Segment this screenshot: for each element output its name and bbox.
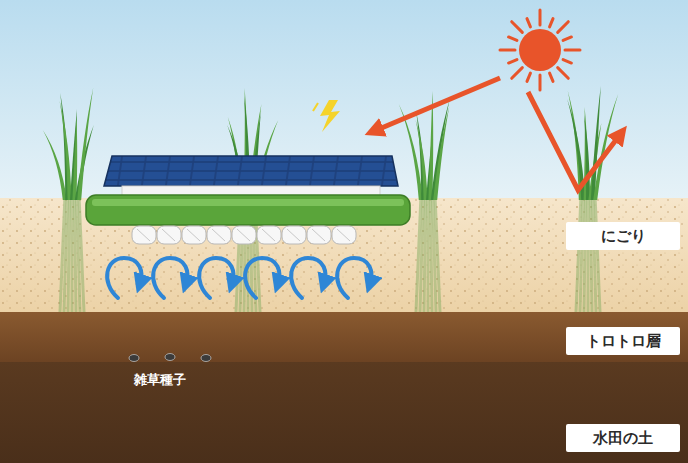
roller-blade <box>307 226 331 244</box>
sky <box>0 0 688 200</box>
reflected-light-arrow <box>528 92 622 190</box>
rice-leaf <box>416 120 428 200</box>
sun-ray <box>500 49 515 52</box>
rice-stem <box>584 200 586 312</box>
layer-name: 水田の土 <box>593 429 653 448</box>
rice-stem <box>587 200 590 312</box>
roller-groove <box>312 229 325 241</box>
rice-stem <box>68 200 70 312</box>
rice-stem <box>424 200 426 312</box>
rice-leaf <box>77 88 93 200</box>
rice-stem <box>580 200 583 312</box>
sun-ray <box>539 75 542 90</box>
rice-leaf <box>43 130 67 200</box>
sun-ray <box>512 68 523 79</box>
sun-ray <box>509 60 517 63</box>
rice-stem <box>590 200 592 312</box>
roller-groove <box>162 229 175 241</box>
flow-arrow <box>199 258 233 298</box>
rice-stem <box>595 200 600 312</box>
sunlight-arrow <box>372 78 500 132</box>
roller-groove <box>212 229 225 241</box>
roller-blade <box>257 226 281 244</box>
toro-layer <box>0 312 688 364</box>
stirring-rollers <box>132 226 356 244</box>
rice-leaf <box>60 101 72 200</box>
seed-label: 雑草種子 <box>134 371 186 389</box>
rice-stem <box>430 200 432 312</box>
weed-seed <box>165 354 175 361</box>
sun-disc <box>519 29 561 71</box>
roller-blade <box>182 226 206 244</box>
rice-stem <box>74 200 76 312</box>
rice-stem <box>435 200 440 312</box>
roller-blade <box>232 226 256 244</box>
roller-blade <box>132 226 156 244</box>
weed-seed <box>201 355 211 362</box>
sun-ray <box>509 37 517 40</box>
weed-seeds <box>129 354 211 362</box>
sun-ray <box>550 19 553 27</box>
rice-leaf <box>584 115 590 200</box>
rice-leaf <box>593 94 618 200</box>
flow-arrow <box>245 258 279 298</box>
flow-arrow <box>153 258 187 298</box>
weeding-robot <box>86 156 410 244</box>
sun-ray <box>558 22 569 33</box>
layer-name: にごり <box>601 227 646 246</box>
sun-ray <box>563 37 571 40</box>
spark <box>313 103 318 111</box>
rice-stem <box>64 200 67 312</box>
roller-groove <box>287 229 300 241</box>
rice-leaf <box>72 117 77 200</box>
lightning-bolt <box>320 100 340 132</box>
rice-leaf <box>70 109 77 200</box>
roller-blade <box>282 226 306 244</box>
layer-label-box: 水田の土 <box>566 424 680 452</box>
solar-panel <box>104 156 398 186</box>
rice-stem <box>427 200 430 312</box>
rice-stem <box>420 200 423 312</box>
weed-seed <box>129 355 139 362</box>
layer-name: トロトロ層 <box>586 332 661 351</box>
roller-blade <box>157 226 181 244</box>
float-highlight <box>92 199 404 206</box>
rice-leaf <box>433 107 449 200</box>
rice-plants <box>43 86 618 312</box>
roller-groove <box>187 229 200 241</box>
sun-ray <box>527 19 530 27</box>
flow-arrow <box>107 258 141 298</box>
rice-leaf <box>431 99 450 200</box>
rice-stem <box>71 200 74 312</box>
sun-ray <box>550 73 553 81</box>
roller-groove <box>262 229 275 241</box>
float-body <box>86 195 410 225</box>
sun <box>500 10 580 90</box>
layer-label-box: トロトロ層 <box>566 327 680 355</box>
sun-ray <box>565 49 580 52</box>
water-flow-arrows <box>107 258 371 298</box>
roller-groove <box>337 229 350 241</box>
paddy-soil <box>0 362 688 463</box>
sun-ray <box>527 73 530 81</box>
sun-ray <box>563 60 571 63</box>
roller-blade <box>332 226 356 244</box>
rice-stem <box>79 200 84 312</box>
roller-groove <box>137 229 150 241</box>
layer-label-box: にごり <box>566 222 680 250</box>
sun-ray <box>539 10 542 25</box>
sun-ray <box>558 68 569 79</box>
flow-arrow <box>337 258 371 298</box>
flow-arrow <box>291 258 325 298</box>
roller-blade <box>207 226 231 244</box>
sun-ray <box>512 22 523 33</box>
roller-groove <box>237 229 250 241</box>
